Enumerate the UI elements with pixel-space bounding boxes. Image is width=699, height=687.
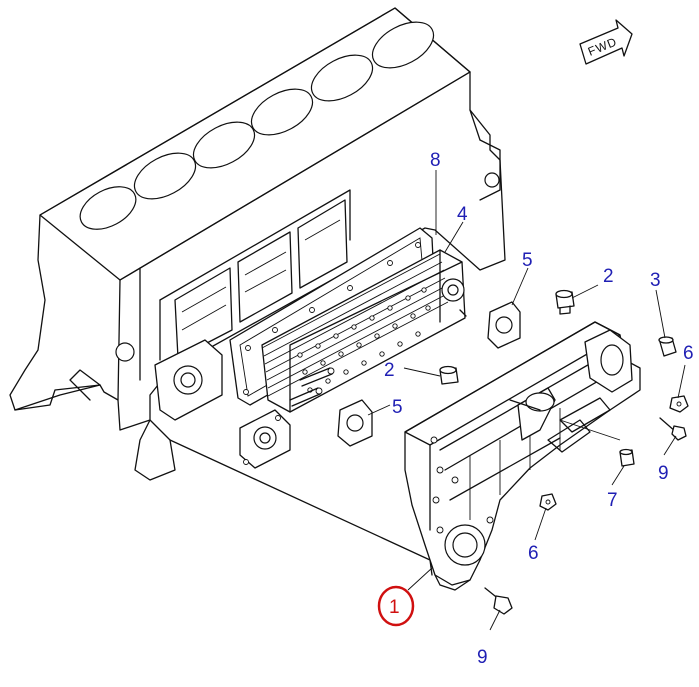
small-gasket-upper xyxy=(487,301,521,349)
plug-upper xyxy=(555,289,575,315)
callout-2-upper: 2 xyxy=(603,266,614,287)
oil-cooler-cover xyxy=(404,321,641,591)
nut-lower xyxy=(539,493,557,511)
leader-lines xyxy=(367,170,686,631)
highlight-circle xyxy=(377,585,415,627)
plug-3 xyxy=(658,336,677,357)
block-flange xyxy=(239,409,291,469)
bolt-cover xyxy=(509,399,541,411)
callout-1: 1 xyxy=(389,597,400,618)
callout-9-lower: 9 xyxy=(477,647,488,668)
oil-cooler-element xyxy=(261,249,467,413)
callout-2-lower: 2 xyxy=(384,360,395,381)
callout-7: 7 xyxy=(607,490,618,511)
callout-8: 8 xyxy=(430,150,441,171)
fitting-7 xyxy=(619,448,635,467)
callout-4: 4 xyxy=(457,204,468,225)
forward-direction-arrow: FWD xyxy=(579,19,633,65)
bolt-upper xyxy=(659,417,687,441)
callout-9-right: 9 xyxy=(658,463,669,484)
plug-lower xyxy=(439,365,459,385)
callout-5-lower: 5 xyxy=(392,397,403,418)
small-gasket-lower xyxy=(337,399,373,447)
callout-labels: 8 4 5 2 3 6 2 5 9 7 6 9 1 xyxy=(377,150,694,668)
bolt-lower xyxy=(484,587,513,615)
callout-5-upper: 5 xyxy=(522,250,533,271)
engine-block xyxy=(9,7,506,576)
callout-6-upper: 6 xyxy=(683,343,694,364)
nut-upper xyxy=(669,395,689,413)
callout-3: 3 xyxy=(650,270,661,291)
callout-6-lower: 6 xyxy=(528,543,539,564)
